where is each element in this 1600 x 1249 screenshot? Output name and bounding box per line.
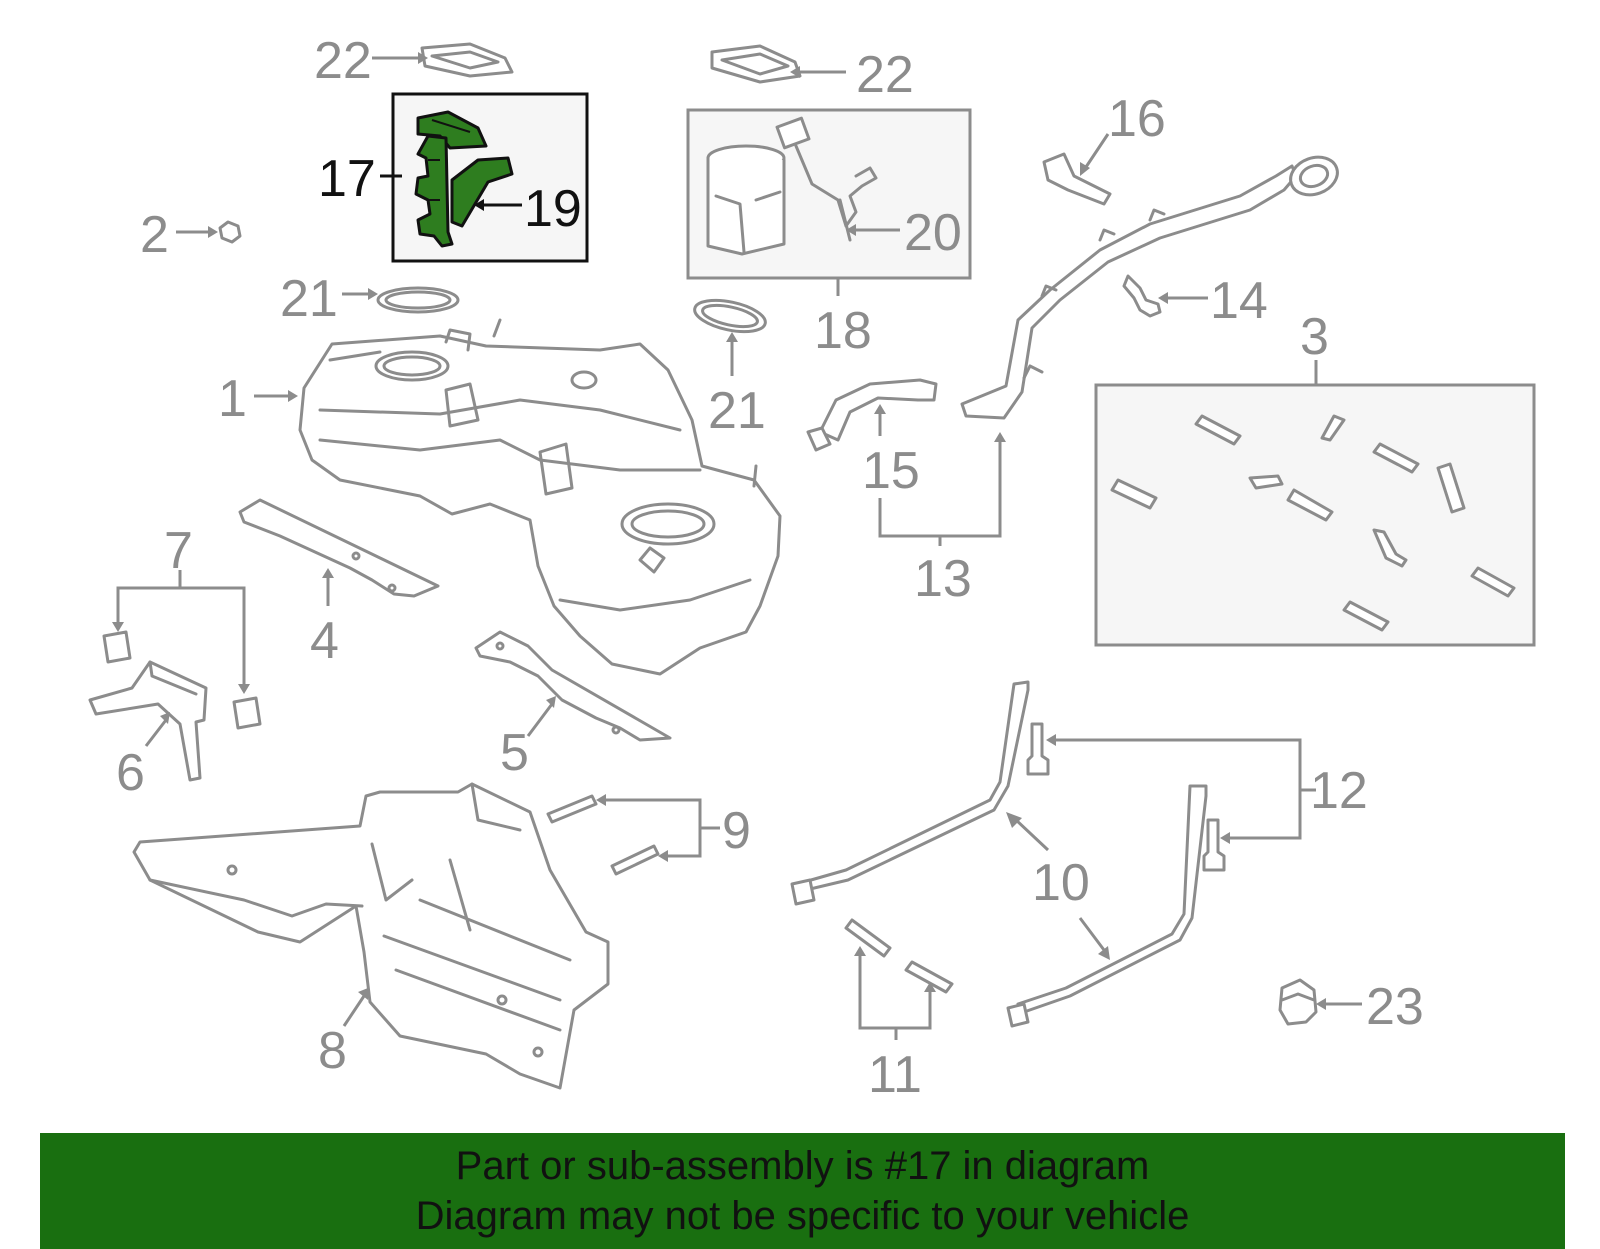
part-21-right-seal-inner: [701, 303, 759, 329]
arrow-21-left: [368, 288, 378, 300]
part-15-vent-hose[interactable]: [806, 378, 938, 452]
arrow-14: [1158, 292, 1168, 304]
callout-11[interactable]: 11: [868, 1046, 922, 1104]
banner-line-1: Part or sub-assembly is #17 in diagram: [455, 1144, 1150, 1188]
callout-13[interactable]: 13: [914, 550, 972, 608]
arrow-2: [208, 226, 218, 238]
part-22-left-lock-ring[interactable]: [420, 42, 514, 78]
arrow-20: [846, 224, 856, 236]
callout-4[interactable]: 4: [310, 612, 339, 670]
info-banner: Part or sub-assembly is #17 in diagram D…: [40, 1133, 1565, 1249]
callout-17[interactable]: 17: [318, 150, 376, 208]
callout-16[interactable]: 16: [1108, 90, 1166, 148]
part-9-pads[interactable]: [546, 794, 660, 876]
leader-10-b: [1078, 917, 1106, 951]
callout-18[interactable]: 18: [814, 302, 872, 360]
callout-14[interactable]: 14: [1210, 272, 1268, 330]
arrow-15: [874, 404, 886, 414]
callout-23[interactable]: 23: [1366, 978, 1424, 1036]
callout-21-right[interactable]: 21: [708, 382, 766, 440]
part-21-left-seal-inner: [384, 290, 452, 310]
arrow-22-right: [790, 66, 800, 78]
arrow-19: [474, 199, 484, 211]
arrow-1: [288, 390, 298, 402]
arrow-23: [1316, 998, 1326, 1010]
callout-7[interactable]: 7: [164, 522, 193, 580]
callout-5[interactable]: 5: [500, 724, 529, 782]
part-11-pins[interactable]: [844, 918, 954, 994]
arrow-9-bottom: [658, 850, 668, 862]
arrow-7-right: [238, 684, 250, 694]
banner-line-2: Diagram may not be specific to your vehi…: [415, 1194, 1190, 1238]
callout-15[interactable]: 15: [862, 442, 920, 500]
leader-16: [1082, 133, 1110, 171]
arrow-8: [358, 988, 368, 1000]
leader-6: [144, 719, 168, 747]
callout-22-left[interactable]: 22: [314, 32, 372, 90]
arrow-16: [1080, 162, 1090, 176]
leader-12: [1056, 738, 1316, 840]
arrow-9-top: [596, 794, 606, 806]
part-1-fuel-tank[interactable]: [298, 318, 782, 676]
part-6-shield[interactable]: [88, 660, 208, 782]
callout-19[interactable]: 19: [524, 180, 582, 238]
part-12-bolts[interactable]: [1026, 722, 1226, 872]
part-4-heat-shield[interactable]: [238, 498, 440, 598]
leader-11: [858, 956, 932, 1040]
callout-1[interactable]: 1: [218, 370, 247, 428]
arrow-7-left: [112, 622, 124, 632]
arrow-10-b: [1098, 946, 1110, 960]
part-13-filler-pipe[interactable]: [960, 151, 1343, 420]
callout-6[interactable]: 6: [116, 744, 145, 802]
arrow-5: [546, 696, 556, 708]
arrow-4: [322, 568, 334, 578]
arrow-10-a: [1006, 812, 1022, 828]
leader-7: [116, 570, 246, 684]
part-8-underbody-shield[interactable]: [132, 782, 610, 1090]
callout-21-left[interactable]: 21: [280, 270, 338, 328]
part-18-fuel-pump-module[interactable]: [706, 116, 878, 256]
callout-12[interactable]: 12: [1310, 762, 1368, 820]
arrow-22-left: [418, 52, 428, 64]
part-23-connector[interactable]: [1278, 978, 1318, 1026]
callout-10[interactable]: 10: [1032, 854, 1090, 912]
part-17-fuel-sender-assembly[interactable]: [414, 110, 514, 248]
arrow-13: [994, 432, 1006, 442]
leader-9: [606, 798, 720, 858]
arrow-21-right: [726, 332, 738, 342]
arrow-11-left: [854, 946, 866, 956]
callout-9[interactable]: 9: [722, 802, 751, 860]
part-10-tank-straps[interactable]: [790, 680, 1208, 1028]
part-3-insulator-pads[interactable]: [1110, 414, 1516, 632]
arrow-12-top: [1046, 734, 1056, 746]
callout-22-right[interactable]: 22: [856, 46, 914, 104]
part-14-bolt[interactable]: [1122, 274, 1162, 318]
part-22-right-lock-ring[interactable]: [710, 44, 802, 84]
callout-2[interactable]: 2: [140, 206, 169, 264]
part-21-right-seal[interactable]: [692, 295, 768, 337]
arrow-6: [160, 712, 170, 724]
callout-8[interactable]: 8: [318, 1022, 347, 1080]
part-16-bracket[interactable]: [1042, 152, 1112, 206]
part-7-pads[interactable]: [102, 630, 262, 730]
part-2-nut[interactable]: [218, 220, 242, 244]
arrow-12-bottom: [1220, 832, 1230, 844]
arrow-11-right: [924, 982, 936, 992]
leader-10-a: [1014, 818, 1050, 852]
part-5-heat-shield[interactable]: [474, 630, 672, 742]
callout-3[interactable]: 3: [1300, 308, 1329, 366]
leader-5: [526, 703, 554, 737]
callout-20[interactable]: 20: [904, 204, 962, 262]
leader-8: [342, 995, 366, 1027]
